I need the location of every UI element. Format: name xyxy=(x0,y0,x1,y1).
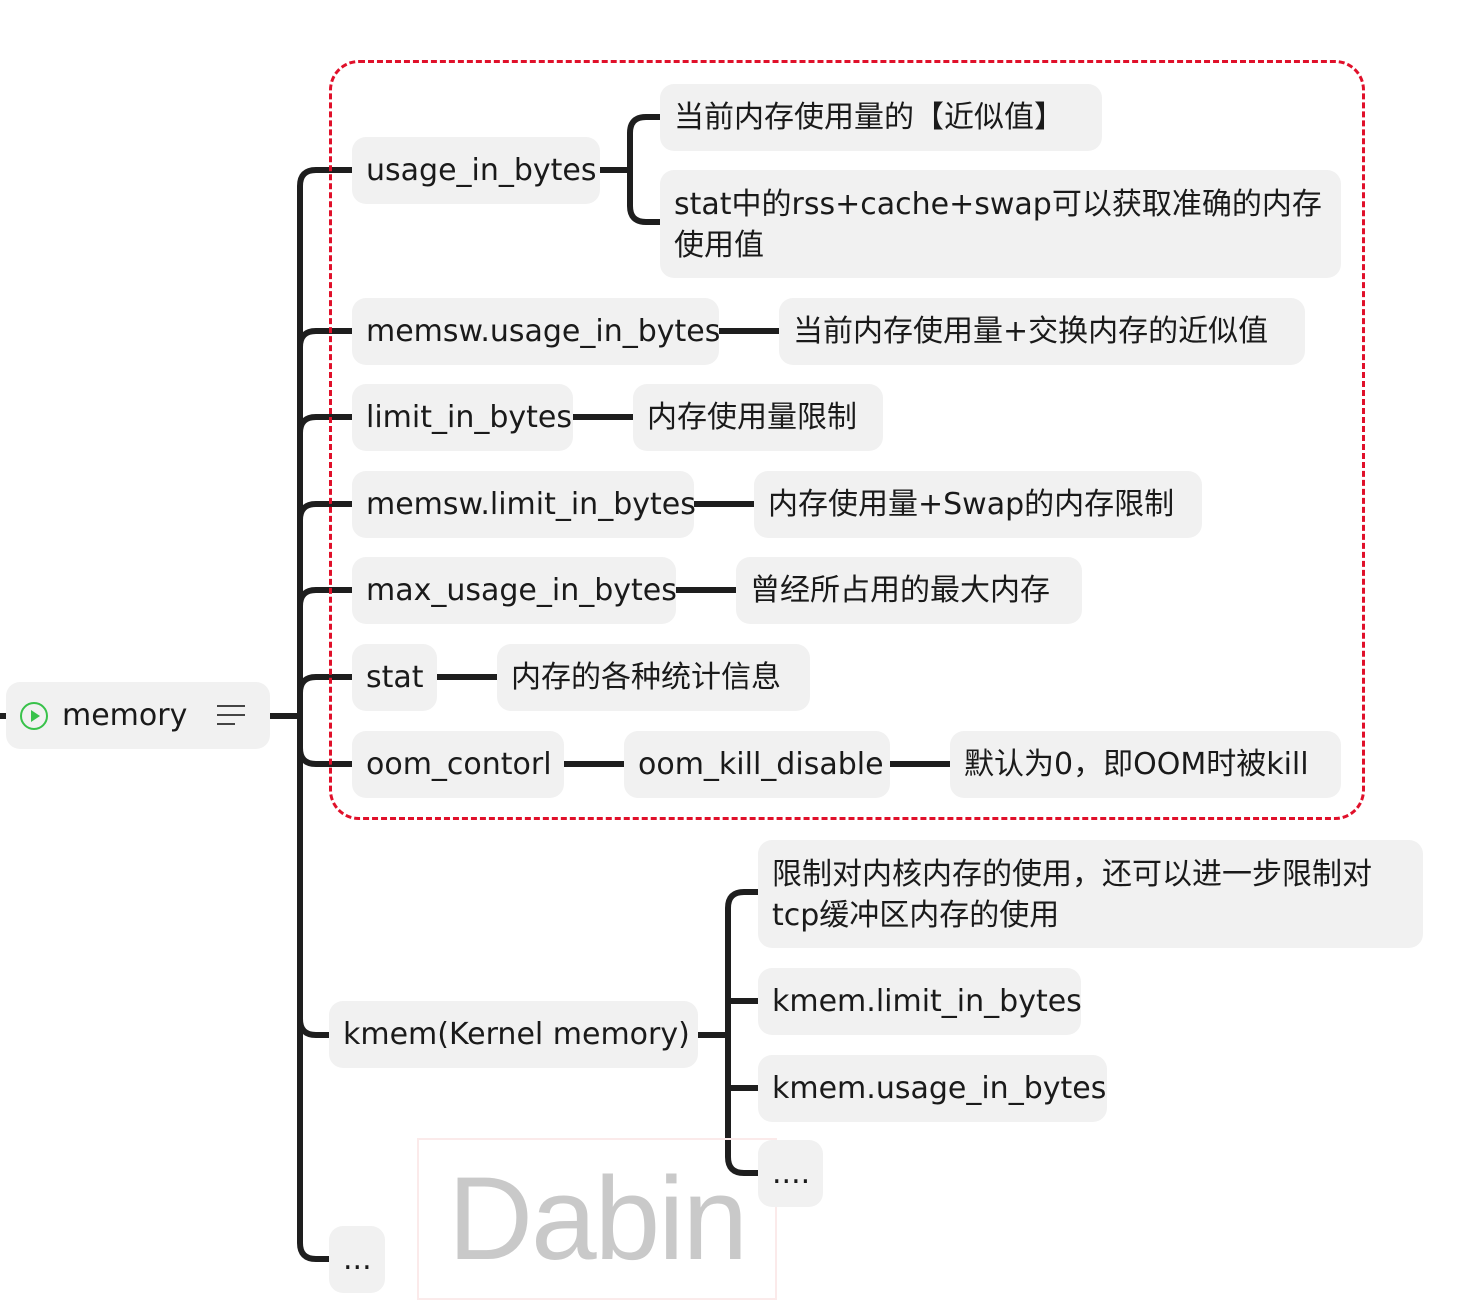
node-oom-kill-desc[interactable]: 默认为0，即OOM时被kill xyxy=(950,731,1341,798)
node-oom-kill-disable[interactable]: oom_kill_disable xyxy=(624,731,890,798)
node-limit-desc[interactable]: 内存使用量限制 xyxy=(633,384,883,451)
node-usage-desc-approx[interactable]: 当前内存使用量的【近似值】 xyxy=(660,84,1102,151)
node-max-usage-in-bytes[interactable]: max_usage_in_bytes xyxy=(352,557,677,624)
node-oom-control[interactable]: oom_contorl xyxy=(352,731,564,798)
node-kmem-desc[interactable]: 限制对内核内存的使用，还可以进一步限制对tcp缓冲区内存的使用 xyxy=(758,840,1423,948)
node-kmem-more[interactable]: .... xyxy=(758,1140,823,1207)
root-node-memory[interactable]: memory xyxy=(6,682,270,749)
node-usage-in-bytes[interactable]: usage_in_bytes xyxy=(352,137,600,204)
connector-oom xyxy=(297,747,352,767)
node-kmem-limit[interactable]: kmem.limit_in_bytes xyxy=(758,968,1082,1035)
play-circle-icon[interactable] xyxy=(20,701,48,730)
node-memsw-limit-desc[interactable]: 内存使用量+Swap的内存限制 xyxy=(754,471,1202,538)
connector-stat xyxy=(297,674,352,694)
connector-max-usage xyxy=(297,587,352,607)
node-usage-desc-accurate[interactable]: stat中的rss+cache+swap可以获取准确的内存使用值 xyxy=(660,170,1341,278)
connector-memsw-limit xyxy=(297,501,352,521)
node-memsw-usage-in-bytes[interactable]: memsw.usage_in_bytes xyxy=(352,298,720,365)
node-max-usage-desc[interactable]: 曾经所占用的最大内存 xyxy=(736,557,1082,624)
connector-usage-desc1 xyxy=(627,114,660,225)
connector-memsw-usage xyxy=(297,328,352,348)
node-memsw-usage-desc[interactable]: 当前内存使用量+交换内存的近似值 xyxy=(779,298,1305,365)
node-stat[interactable]: stat xyxy=(352,644,437,711)
connector-usage xyxy=(297,167,352,187)
watermark: Dabin xyxy=(417,1138,777,1300)
notes-icon[interactable] xyxy=(217,704,246,727)
node-stat-desc[interactable]: 内存的各种统计信息 xyxy=(497,644,810,711)
root-label: memory xyxy=(62,698,188,733)
node-kmem-usage[interactable]: kmem.usage_in_bytes xyxy=(758,1055,1107,1122)
node-limit-in-bytes[interactable]: limit_in_bytes xyxy=(352,384,573,451)
node-memsw-limit-in-bytes[interactable]: memsw.limit_in_bytes xyxy=(352,471,696,538)
connector-kmem xyxy=(297,1018,329,1038)
connector-kmem-spine xyxy=(725,889,758,1176)
connector-more xyxy=(297,1242,329,1262)
highlight-frame xyxy=(329,60,1365,820)
connector-limit xyxy=(297,414,352,434)
node-kmem[interactable]: kmem(Kernel memory) xyxy=(329,1001,698,1068)
node-more[interactable]: ... xyxy=(329,1226,385,1293)
